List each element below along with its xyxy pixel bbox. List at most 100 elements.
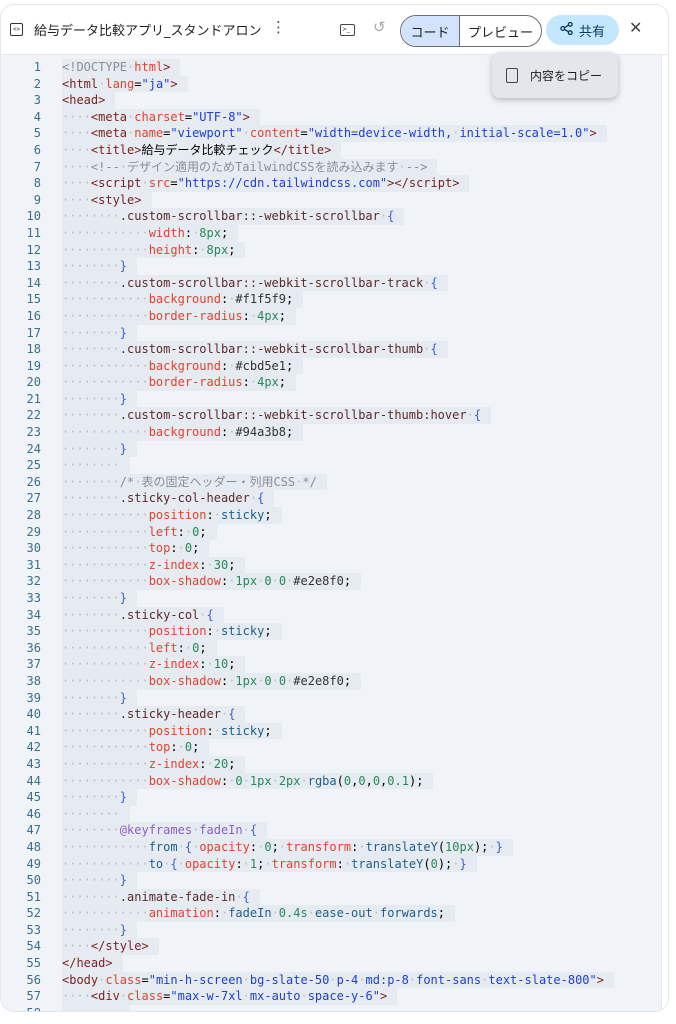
line-number: 37 (26, 657, 41, 672)
line-number: 14 (26, 275, 41, 290)
code-line: ············position:·sticky; (62, 722, 614, 740)
code-line: ············width:·8px; (62, 224, 614, 242)
line-number: 29 (26, 524, 41, 539)
line-number: 21 (26, 391, 41, 406)
code-line: ····<div·class="max-w-7xl·mx-auto·space-… (62, 988, 614, 1005)
code-line: ····<script·src="https://cdn.tailwindcss… (62, 175, 614, 192)
history-icon[interactable]: ↺ (373, 18, 386, 36)
view-toggle: コード プレビュー (400, 15, 542, 47)
code-line: ········} (62, 921, 614, 939)
code-line: ····<style> (62, 191, 614, 209)
tab-code[interactable]: コード (401, 16, 460, 46)
line-number: 9 (33, 192, 41, 207)
more-options-icon[interactable]: ⋮ (271, 18, 286, 36)
code-line: ············animation:·fadeIn·0.4s·ease-… (62, 905, 614, 922)
code-line: ············border-radius:·4px; (62, 374, 614, 391)
terminal-console-icon[interactable]: >_ (340, 24, 355, 36)
line-number: 58 (1, 1005, 41, 1011)
copy-icon (506, 67, 518, 83)
code-viewer-window: <> 給与データ比較アプリ_スタンドアロン ⋮ >_ ↺ コード プレビュー 共… (0, 4, 669, 1012)
close-icon[interactable]: ✕ (629, 18, 643, 37)
code-line: ············box-shadow:·1px·0·0·#e2e8f0; (62, 672, 614, 690)
line-number: 35 (26, 624, 41, 639)
copy-label: 内容をコピー (530, 68, 603, 83)
code-line: ········} (62, 440, 614, 458)
code-file-icon: <> (10, 23, 23, 36)
line-number: 39 (26, 690, 41, 705)
code-line: ········} (62, 872, 614, 889)
line-number: 40 (26, 707, 41, 722)
code-line: ········.custom-scrollbar::-webkit-scrol… (62, 341, 614, 358)
line-number: 55 (26, 956, 41, 971)
line-number: 31 (26, 557, 41, 572)
line-number: 53 (26, 922, 41, 937)
share-button[interactable]: 共有 (546, 15, 619, 45)
code-line: ············z-index:·30; (62, 556, 614, 574)
code-line: ············background:·#94a3b8; (62, 424, 614, 441)
line-number: 24 (26, 441, 41, 456)
line-number: 17 (26, 325, 41, 340)
code-line: ········} (62, 324, 614, 342)
line-number: 45 (26, 790, 41, 805)
line-number: 41 (26, 723, 41, 738)
code-line: ········.sticky-header·{ (62, 706, 614, 723)
code-line: ········ (62, 1004, 614, 1011)
code-line: ············left:·0; (62, 639, 614, 657)
line-number: 56 (26, 972, 41, 987)
code-line: ············box-shadow:·0·1px·2px·rgba(0… (62, 772, 614, 790)
line-number: 52 (26, 906, 41, 921)
line-number: 47 (26, 823, 41, 838)
document-title: 給与データ比較アプリ_スタンドアロン (34, 24, 262, 39)
line-number: 27 (26, 491, 41, 506)
code-line: ········ (62, 805, 614, 823)
code-line: ········.custom-scrollbar::-webkit-scrol… (62, 274, 614, 292)
code-line: <body·class="min-h-screen·bg-slate-50·p-… (62, 971, 614, 989)
line-number: 3 (33, 93, 41, 108)
code-line: ····</style> (62, 938, 614, 956)
line-number: 22 (26, 408, 41, 423)
share-label: 共有 (578, 24, 605, 40)
line-number: 5 (33, 126, 41, 141)
code-line: ············from·{·opacity:·0;·transform… (62, 838, 614, 856)
copy-content-menu-item[interactable]: 内容をコピー (492, 52, 618, 98)
line-number: 26 (26, 474, 41, 489)
code-line: ············position:·sticky; (62, 507, 614, 524)
tab-preview[interactable]: プレビュー (467, 25, 533, 41)
code-line: ············z-index:·20; (62, 755, 614, 773)
share-icon (560, 21, 573, 39)
line-number: 48 (26, 839, 41, 854)
code-line: ····<meta·charset="UTF-8"> (62, 108, 614, 126)
line-number: 18 (26, 342, 41, 357)
line-number: 23 (26, 425, 41, 440)
line-number: 16 (26, 308, 41, 323)
code-line: ········} (62, 590, 614, 607)
line-number: 46 (26, 806, 41, 821)
code-line: ············to·{·opacity:·1;·transform:·… (62, 855, 614, 873)
code-line: ············background:·#cbd5e1; (62, 357, 614, 375)
line-number: 19 (26, 358, 41, 373)
code-line: ········ (62, 457, 614, 474)
line-number: 43 (26, 756, 41, 771)
code-line: ············top:·0; (62, 739, 614, 756)
line-number: 13 (26, 259, 41, 274)
line-number: 30 (26, 541, 41, 556)
code-line: <!DOCTYPE·html> (62, 59, 614, 76)
line-number: 25 (26, 458, 41, 473)
scrollbar[interactable] (661, 55, 668, 1011)
line-number: 42 (26, 740, 41, 755)
code-line: ········} (62, 390, 614, 408)
code-line: ········} (62, 789, 614, 806)
code-line: ····<title>給与データ比較チェック</title> (62, 141, 614, 159)
code-line: <head> (62, 92, 614, 109)
line-number: 12 (26, 242, 41, 257)
code-line: ········.animate-fade-in·{ (62, 888, 614, 906)
code-line: ············box-shadow:·1px·0·0·#e2e8f0; (62, 573, 614, 590)
line-number: 36 (26, 640, 41, 655)
line-number: 50 (26, 873, 41, 888)
code-line: ········} (62, 258, 614, 275)
line-number: 15 (26, 292, 41, 307)
line-number: 38 (26, 673, 41, 688)
line-number: 11 (26, 225, 41, 240)
